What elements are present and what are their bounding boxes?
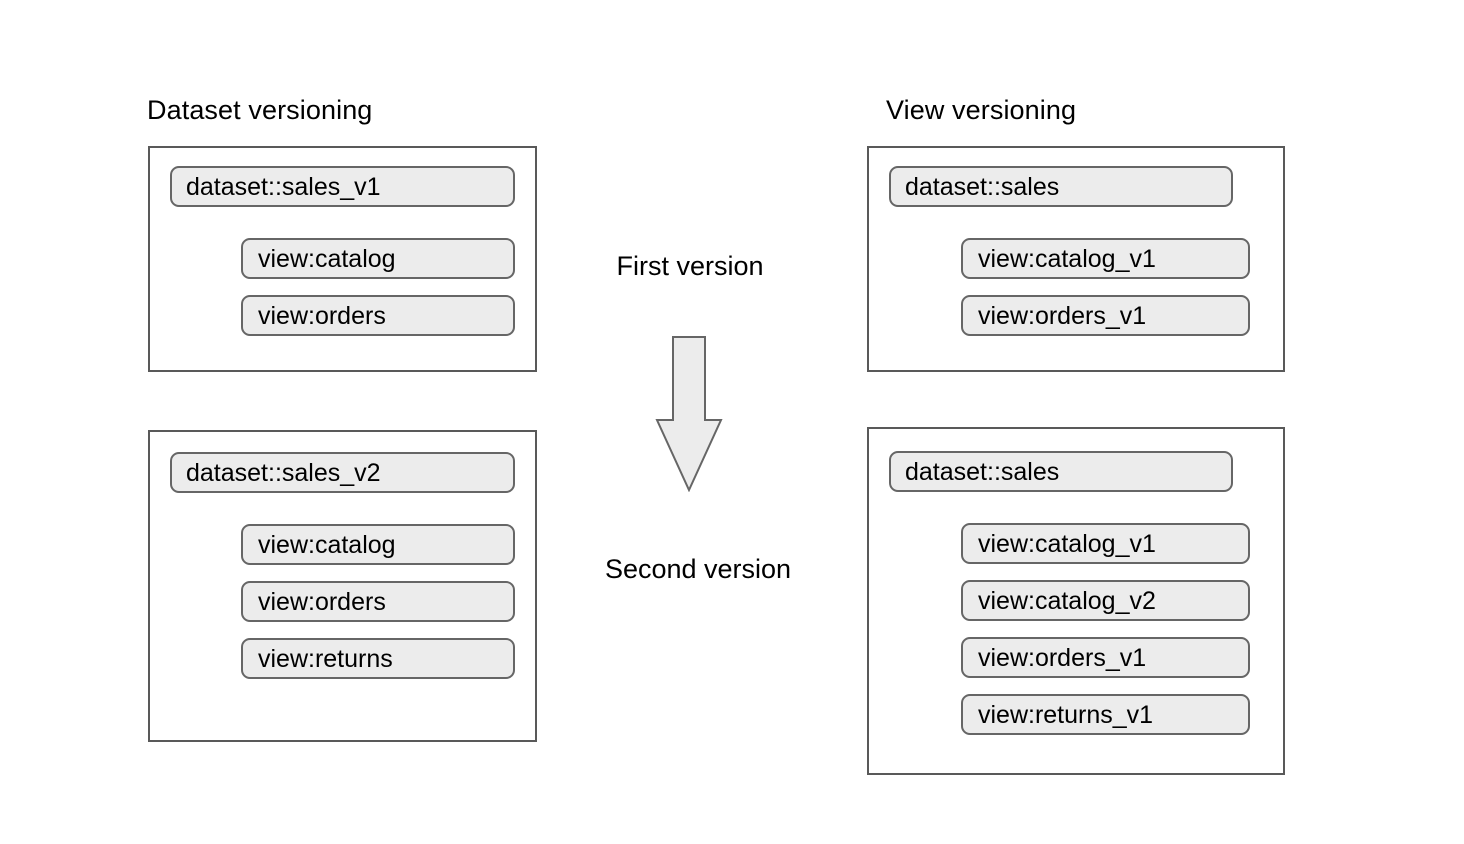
pill-view[interactable]: view:catalog_v1 (961, 523, 1250, 564)
pill-dataset[interactable]: dataset::sales (889, 451, 1233, 492)
panel-dataset-versioning-second: dataset::sales_v2 view:catalog view:orde… (148, 430, 537, 742)
pill-view[interactable]: view:orders (241, 581, 515, 622)
pill-dataset[interactable]: dataset::sales_v1 (170, 166, 515, 207)
pill-view[interactable]: view:returns (241, 638, 515, 679)
pill-view[interactable]: view:orders_v1 (961, 295, 1250, 336)
pill-view[interactable]: view:orders (241, 295, 515, 336)
down-arrow-icon (655, 336, 723, 492)
pill-view[interactable]: view:catalog (241, 524, 515, 565)
flow-label-second-version: Second version (604, 554, 792, 584)
pill-view[interactable]: view:orders_v1 (961, 637, 1250, 678)
panel-view-versioning-first: dataset::sales view:catalog_v1 view:orde… (867, 146, 1285, 372)
column-title-view-versioning: View versioning (886, 95, 1077, 125)
pill-view[interactable]: view:catalog (241, 238, 515, 279)
pill-view[interactable]: view:returns_v1 (961, 694, 1250, 735)
pill-view[interactable]: view:catalog_v2 (961, 580, 1250, 621)
pill-dataset[interactable]: dataset::sales (889, 166, 1233, 207)
flow-label-first-version: First version (616, 251, 764, 281)
pill-view[interactable]: view:catalog_v1 (961, 238, 1250, 279)
panel-dataset-versioning-first: dataset::sales_v1 view:catalog view:orde… (148, 146, 537, 372)
panel-view-versioning-second: dataset::sales view:catalog_v1 view:cata… (867, 427, 1285, 775)
column-title-dataset-versioning: Dataset versioning (147, 95, 373, 125)
pill-dataset[interactable]: dataset::sales_v2 (170, 452, 515, 493)
